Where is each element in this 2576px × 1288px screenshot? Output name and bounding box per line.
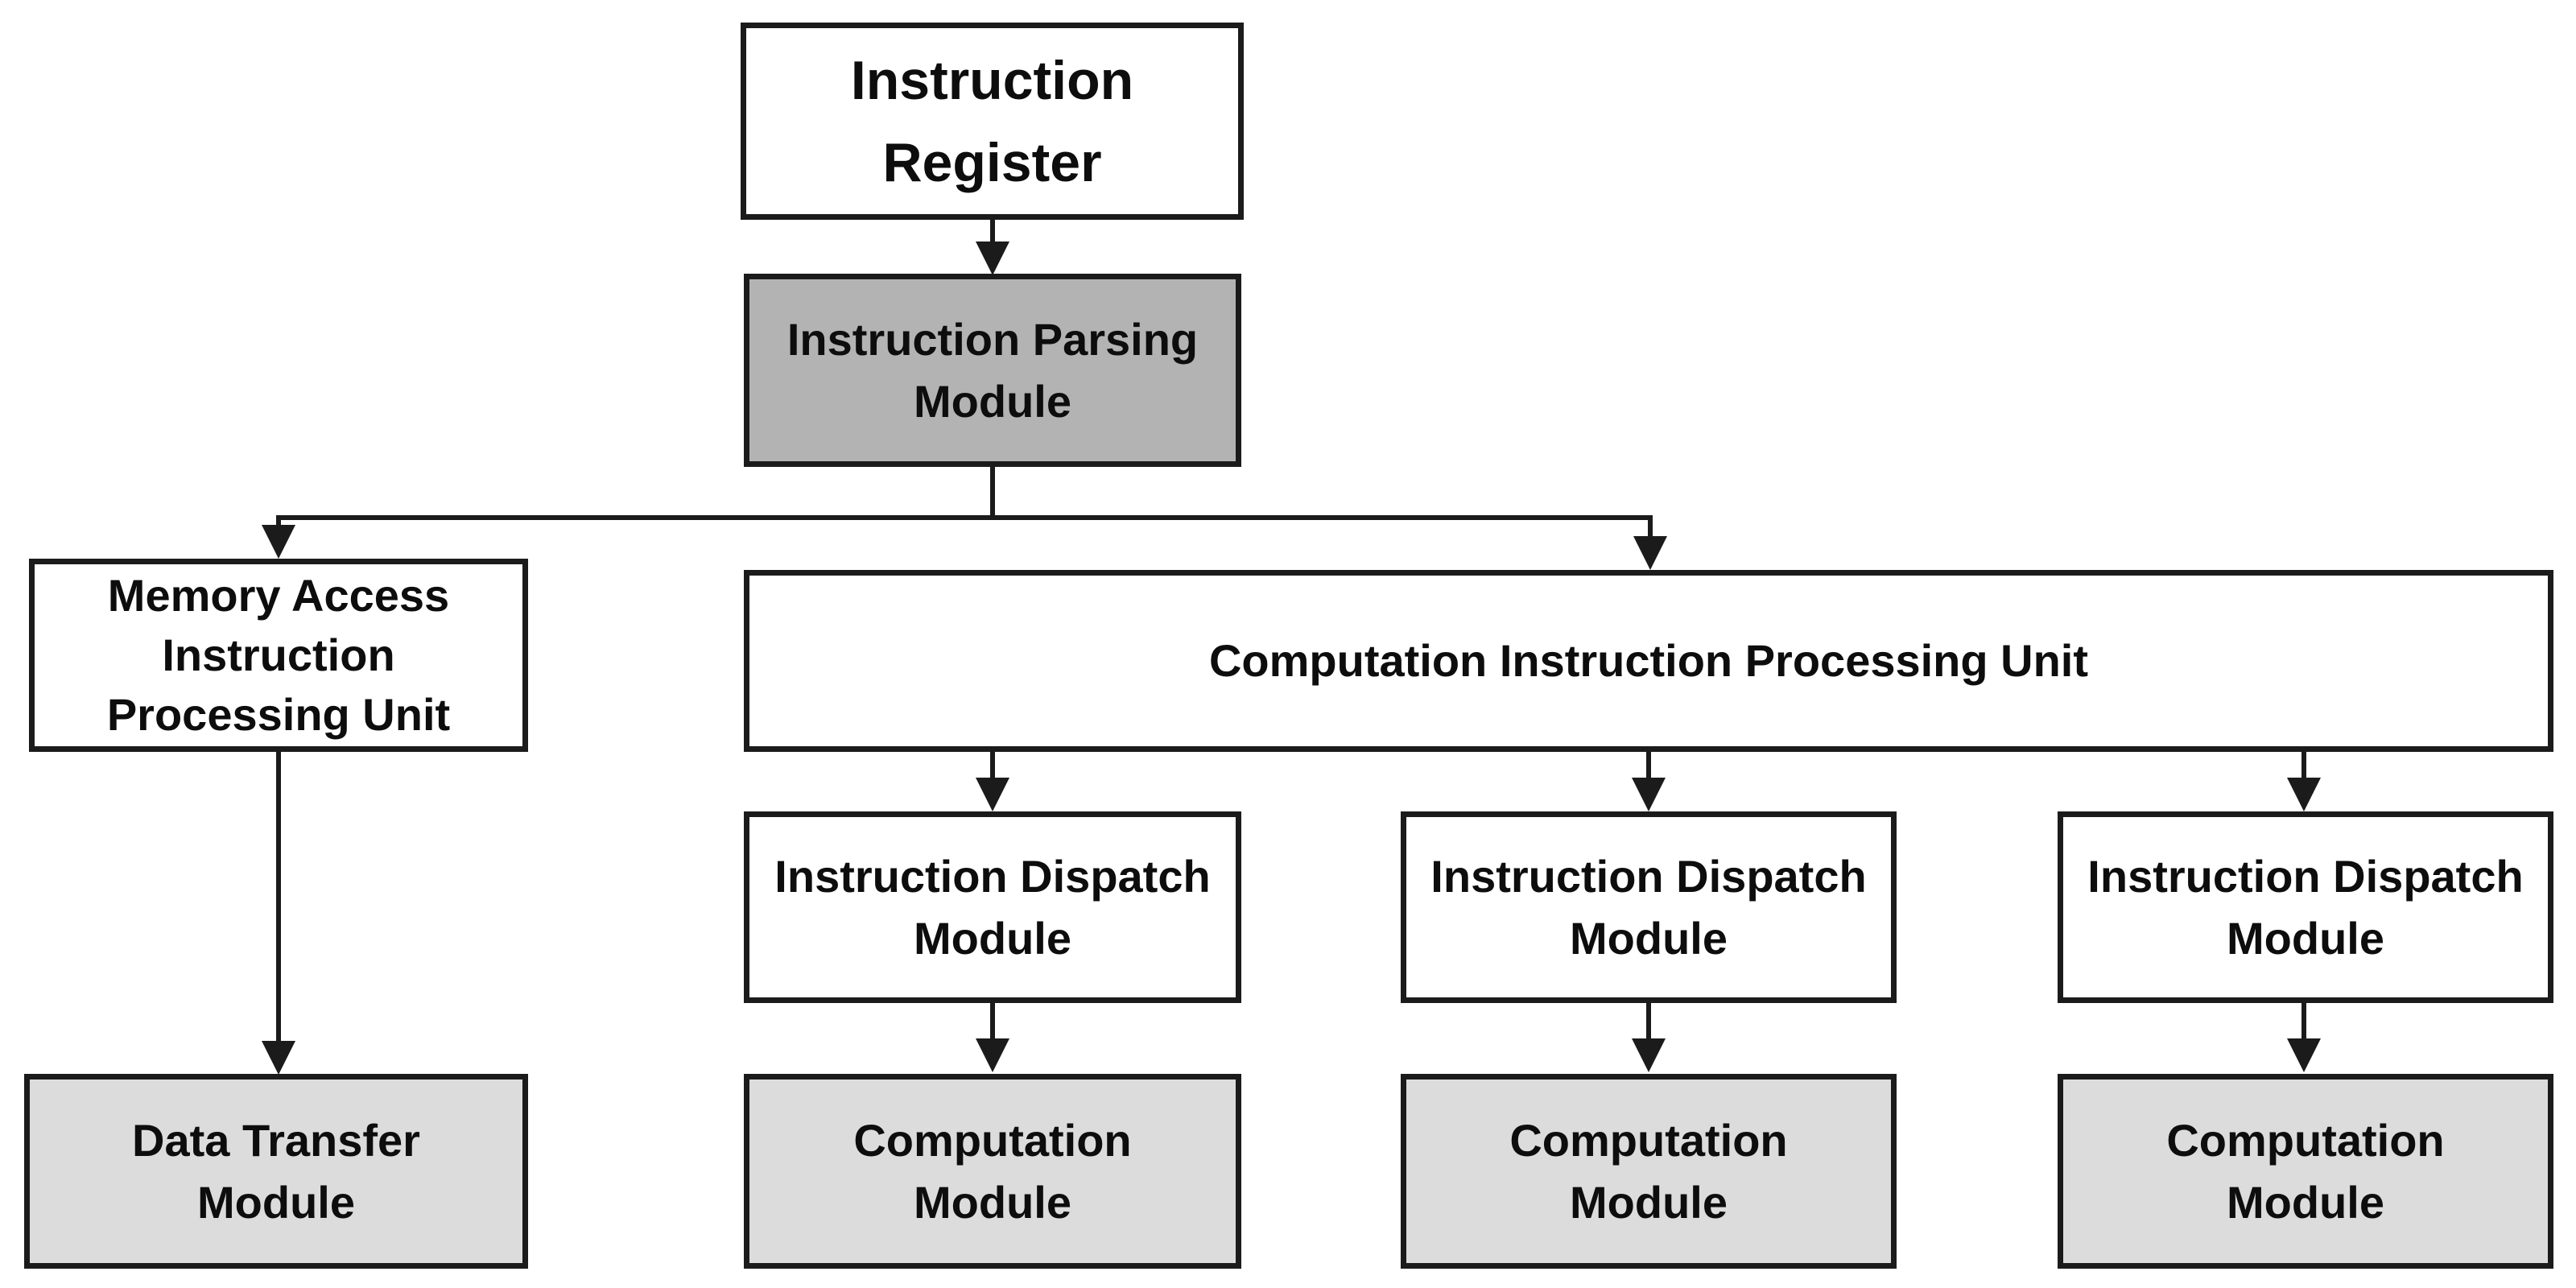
node-data-transfer-module: Data Transfer Module [24, 1074, 528, 1269]
edge-cipu-to-dispatch2-line [1646, 752, 1651, 781]
edge-dispatch3-to-computation3-arrowhead [2287, 1038, 2321, 1072]
node-computation-instruction-processing-unit: Computation Instruction Processing Unit [744, 570, 2553, 752]
edge-cipu-to-dispatch1-arrowhead [976, 778, 1009, 811]
edge-cipu-to-dispatch3-line [2301, 752, 2306, 781]
node-computation-module-3: Computation Module [2058, 1074, 2553, 1269]
node-computation-module-1: Computation Module [744, 1074, 1241, 1269]
edge-dispatch3-to-computation3-line [2301, 1003, 2306, 1042]
edge-dispatch2-to-computation2-arrowhead [1632, 1038, 1666, 1072]
node-computation-module-2: Computation Module [1401, 1074, 1897, 1269]
edge-parsing-branch-rail [276, 515, 1653, 520]
node-instruction-dispatch-module-2: Instruction Dispatch Module [1401, 811, 1897, 1003]
edge-dispatch1-to-computation1-arrowhead [976, 1038, 1009, 1072]
edge-parsing-to-computation-ipu-line [1648, 515, 1653, 539]
edge-dispatch2-to-computation2-line [1646, 1003, 1651, 1042]
node-instruction-parsing-module: Instruction Parsing Module [744, 274, 1241, 467]
edge-cipu-to-dispatch3-arrowhead [2287, 778, 2321, 811]
edge-parsing-branch-stem [990, 467, 995, 520]
edge-parsing-to-memory-arrowhead [262, 525, 295, 559]
edge-parsing-to-memory-line [276, 515, 281, 530]
edge-register-to-parsing-line [990, 220, 995, 250]
node-memory-access-instruction-processing-unit: Memory Access Instruction Processing Uni… [29, 559, 528, 752]
edge-dispatch1-to-computation1-line [990, 1003, 995, 1042]
node-instruction-register: Instruction Register [741, 23, 1244, 220]
edge-cipu-to-dispatch1-line [990, 752, 995, 781]
edge-register-to-parsing-arrowhead [976, 242, 1009, 275]
edge-parsing-to-computation-ipu-arrowhead [1633, 536, 1667, 570]
edge-cipu-to-dispatch2-arrowhead [1632, 778, 1666, 811]
edge-memory-to-data-transfer-arrowhead [262, 1041, 295, 1075]
edge-memory-to-data-transfer-line [276, 752, 281, 1043]
node-instruction-dispatch-module-3: Instruction Dispatch Module [2058, 811, 2553, 1003]
node-instruction-dispatch-module-1: Instruction Dispatch Module [744, 811, 1241, 1003]
